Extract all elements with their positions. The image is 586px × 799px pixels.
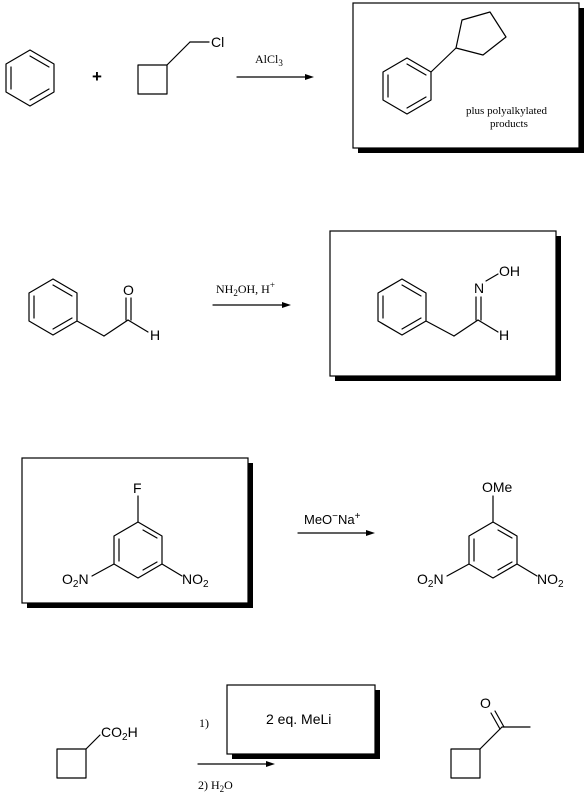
cyclobutyl-methyl-ketone-molecule: O: [450, 695, 531, 779]
sodium-methoxide-reagent-label: MeO−Na+: [304, 511, 361, 527]
product-box-1: plus polyalkylated products: [352, 2, 584, 153]
nitro-group-right-label: NO2: [182, 571, 209, 590]
product-box-2: N OH H: [329, 230, 561, 381]
reaction-1: + Cl AlCl3 plus polyalkyl: [5, 2, 584, 153]
methyllithium-reagent-box: 2 eq. MeLi: [226, 684, 380, 759]
nitro-group-right-label: NO2: [537, 571, 564, 590]
reaction-3: F O2N NO2 MeO−Na+ OMe O2N NO2: [21, 457, 564, 608]
nitro-group-left-label: O2N: [417, 571, 444, 590]
chlorine-label: Cl: [211, 34, 224, 50]
phenylacetaldehyde-molecule: O H: [28, 278, 160, 343]
arrowhead-icon: [305, 74, 314, 80]
reaction-1-arrow: AlCl3: [236, 52, 314, 80]
arrowhead-icon: [282, 302, 291, 308]
benzene-molecule: [5, 49, 55, 107]
oxime-hydroxyl-label: OH: [499, 263, 520, 279]
arrowhead-icon: [366, 530, 375, 536]
hydroxylamine-reagent-label: NH2OH, H+: [216, 280, 275, 298]
reaction-3-arrow: MeO−Na+: [297, 511, 375, 536]
oxime-nitrogen-label: N: [474, 280, 484, 296]
plus-sign: +: [92, 67, 102, 86]
step-1-label: 1): [199, 716, 209, 730]
oxime-molecule: N OH H: [377, 263, 520, 343]
aldehyde-hydrogen-label: H: [150, 327, 160, 343]
reaction-2: O H NH2OH, H+ N OH: [28, 230, 561, 381]
arrowhead-icon: [266, 761, 275, 767]
nitro-group-left-label: O2N: [62, 571, 89, 590]
oxime-hydrogen-label: H: [499, 327, 509, 343]
methyllithium-reagent-label: 2 eq. MeLi: [266, 711, 331, 727]
polyalkylated-note-line1: plus polyalkylated: [466, 105, 547, 117]
cyclopentylbenzene-molecule: [382, 11, 507, 115]
methoxy-label: OMe: [482, 479, 513, 495]
methoxydinitrobenzene-molecule: OMe O2N NO2: [417, 479, 564, 590]
cyclobutanecarboxylic-acid-molecule: CO2H: [56, 724, 138, 779]
polyalkylated-note-line2: products: [490, 118, 528, 130]
reaction-4-arrow: 1) 2 eq. MeLi 2) H2O: [197, 684, 380, 794]
aldehyde-oxygen-label: O: [123, 282, 134, 298]
step-2-label: 2) H2O: [198, 778, 233, 794]
carboxylic-acid-label: CO2H: [101, 724, 138, 743]
alcl3-reagent-label: AlCl3: [255, 52, 283, 68]
fluorine-label: F: [133, 480, 142, 496]
reactant-box-3: F O2N NO2: [21, 457, 253, 608]
reaction-2-arrow: NH2OH, H+: [212, 280, 291, 308]
fluorodinitrobenzene-molecule: F O2N NO2: [62, 480, 209, 590]
ketone-oxygen-label: O: [480, 695, 491, 711]
chloromethylcyclobutane-molecule: Cl: [137, 34, 224, 95]
reaction-4: CO2H 1) 2 eq. MeLi 2) H2O O: [56, 684, 531, 794]
